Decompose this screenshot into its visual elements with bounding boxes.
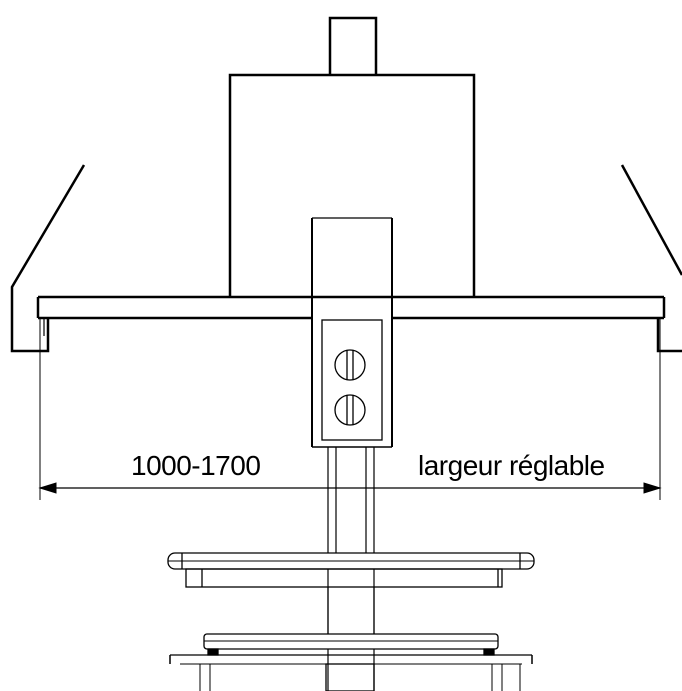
dimension-line [38,318,662,500]
main-beam [36,295,666,336]
upper-tray [167,552,535,588]
screw-knob-lower [334,394,366,426]
exhaust-stub [328,16,378,75]
left-side-wing [10,164,86,353]
lower-base [169,633,533,691]
left-arrow-head [38,482,57,494]
adjustable-width-label: largeur réglable [418,450,605,481]
lower-shaft [327,587,375,634]
screw-knob-upper [334,349,366,381]
dimension-range-label: 1000-1700 [131,450,261,481]
right-side-wing [620,164,682,353]
control-column [311,217,393,448]
right-arrow-head [643,482,662,494]
upper-housing [228,73,476,297]
